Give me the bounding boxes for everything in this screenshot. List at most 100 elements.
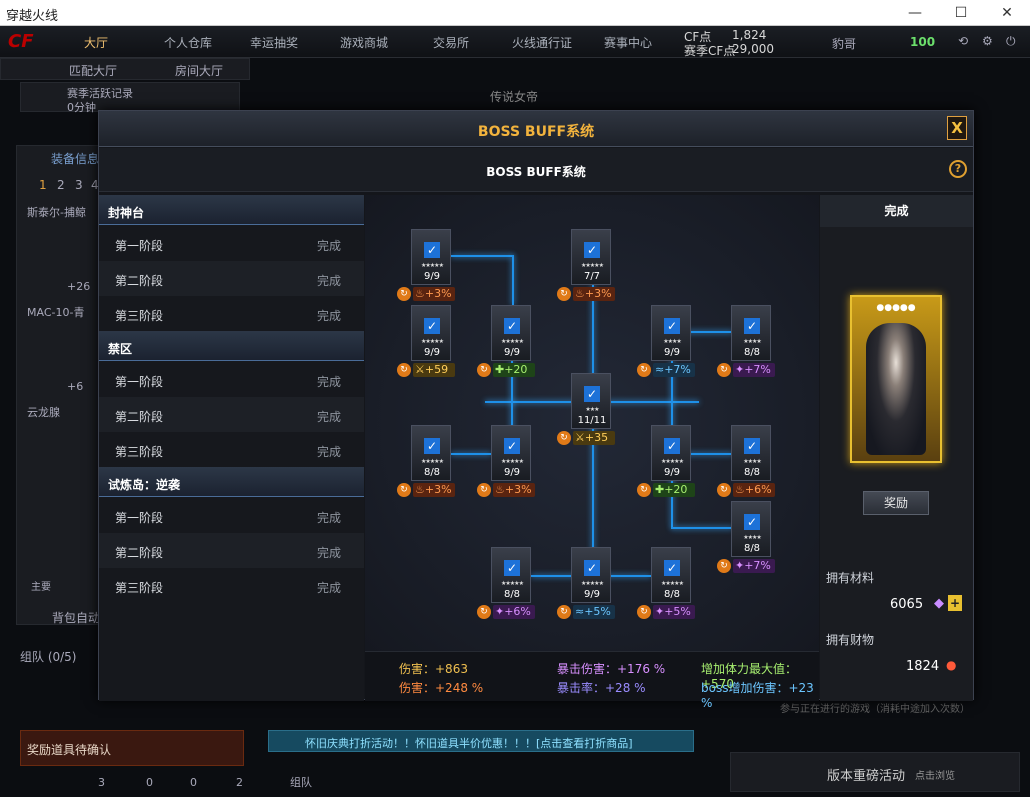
check-icon: ✓ xyxy=(584,560,600,576)
nav-store[interactable]: 游戏商城 xyxy=(340,36,389,50)
upgrade-icon[interactable]: ↻ xyxy=(477,363,491,377)
stage-item[interactable]: 第一阶段完成 xyxy=(99,498,364,533)
slot-1[interactable]: 1 xyxy=(39,178,47,192)
buff-node[interactable]: ✓★★★★★7/7 xyxy=(571,229,611,285)
buff-node[interactable]: ✓★★★★★9/9 xyxy=(571,547,611,603)
fire-icon: ♨ xyxy=(575,287,585,300)
upgrade-icon[interactable]: ↻ xyxy=(717,483,731,497)
bonus-text: +7% xyxy=(664,363,691,376)
tree-link xyxy=(671,331,733,333)
count-c: 0 xyxy=(190,776,197,789)
crystal-icon: ◆ xyxy=(934,596,944,611)
bonus-text: +59 xyxy=(424,363,449,376)
slot-2[interactable]: 2 xyxy=(57,178,65,192)
weapon-melee[interactable]: 云龙腺 xyxy=(27,406,60,419)
stage-item[interactable]: 第一阶段完成 xyxy=(99,362,364,397)
upgrade-icon[interactable]: ↻ xyxy=(637,483,651,497)
stage-status: 完成 xyxy=(317,445,342,459)
upgrade-icon[interactable]: ↻ xyxy=(477,605,491,619)
buff-node[interactable]: ✓★★★★★9/9 xyxy=(651,425,691,481)
category-jinqu[interactable]: 禁区 xyxy=(99,331,364,361)
promo-button[interactable]: 版本重磅活动 点击浏览 xyxy=(730,752,1020,792)
character-portrait xyxy=(866,323,926,455)
buff-node[interactable]: ✓★★★★★8/8 xyxy=(411,425,451,481)
node-bonus: ↻♨+3% xyxy=(397,287,455,301)
upgrade-icon[interactable]: ↻ xyxy=(717,363,731,377)
upgrade-icon[interactable]: ↻ xyxy=(557,287,571,301)
buff-node[interactable]: ✓★★★★★9/9 xyxy=(411,305,451,361)
power-icon[interactable]: ⏻ xyxy=(1006,34,1016,48)
auto-bag-label[interactable]: 背包自动 xyxy=(52,611,101,625)
upgrade-icon[interactable]: ↻ xyxy=(397,483,411,497)
upgrade-icon[interactable]: ↻ xyxy=(477,483,491,497)
nav-exchange[interactable]: 交易所 xyxy=(433,36,470,50)
bonus-text: +3% xyxy=(504,483,532,496)
category-fengshentai[interactable]: 封神台 xyxy=(99,195,364,225)
nav-pass[interactable]: 火线通行证 xyxy=(512,36,573,50)
upgrade-icon[interactable]: ↻ xyxy=(557,431,571,445)
nav-lobby[interactable]: 大厅 xyxy=(84,36,109,50)
check-icon: ✓ xyxy=(664,318,680,334)
node-count: 8/8 xyxy=(743,543,761,554)
slot-4[interactable]: 4 xyxy=(91,178,99,192)
stage-item[interactable]: 第二阶段完成 xyxy=(99,533,364,568)
tab-match-lobby[interactable]: 匹配大厅 xyxy=(69,64,118,78)
tab-room-lobby[interactable]: 房间大厅 xyxy=(175,64,224,78)
upgrade-icon[interactable]: ↻ xyxy=(557,605,571,619)
gear-icon[interactable]: ⚙ xyxy=(982,34,993,48)
buff-node[interactable]: ✓★★★★9/9 xyxy=(651,305,691,361)
sum-max-hp: 增加体力最大值：+570 xyxy=(701,662,798,691)
sum-boss-damage: boss增加伤害：+23 % xyxy=(701,681,814,710)
add-material-button[interactable]: + xyxy=(948,595,962,611)
stage-item[interactable]: 第二阶段完成 xyxy=(99,397,364,432)
character-card[interactable]: ●●●●● xyxy=(850,295,942,463)
nav-lottery[interactable]: 幸运抽奖 xyxy=(250,36,299,50)
reward-confirm-banner[interactable]: 奖励道具待确认 xyxy=(20,730,244,766)
upgrade-icon[interactable]: ↻ xyxy=(397,363,411,377)
buff-node[interactable]: ✓★★★11/11 xyxy=(571,373,611,429)
nav-warehouse[interactable]: 个人仓库 xyxy=(164,36,213,50)
category-shiliandao[interactable]: 试炼岛：逆袭 xyxy=(99,467,364,497)
upgrade-icon[interactable]: ↻ xyxy=(637,605,651,619)
stage-item[interactable]: 第三阶段完成 xyxy=(99,296,364,331)
node-bonus: ↻♨+3% xyxy=(477,483,535,497)
upgrade-icon[interactable]: ↻ xyxy=(717,559,731,573)
stage-item[interactable]: 第三阶段完成 xyxy=(99,432,364,467)
event-ticker-text: 怀旧庆典打折活动！！怀旧道具半价优惠！！！[点击查看打折商品] xyxy=(305,737,633,750)
purp-icon: ✦ xyxy=(495,605,505,618)
reward-confirm-label: 奖励道具待确认 xyxy=(27,743,112,757)
event-ticker[interactable]: 怀旧庆典打折活动！！怀旧道具半价优惠！！！[点击查看打折商品] xyxy=(268,730,694,752)
stage-item[interactable]: 第二阶段完成 xyxy=(99,261,364,296)
buff-node[interactable]: ✓★★★★★8/8 xyxy=(491,547,531,603)
bonus-value: ♨+3% xyxy=(573,287,615,301)
refresh-icon[interactable]: ⟲ xyxy=(958,34,969,48)
reward-status: 完成 xyxy=(820,195,973,227)
minimize-button[interactable]: — xyxy=(908,5,922,21)
close-window-button[interactable]: ✕ xyxy=(1001,5,1013,21)
stage-item[interactable]: 第三阶段完成 xyxy=(99,568,364,603)
buff-node[interactable]: ✓★★★★★9/9 xyxy=(491,305,531,361)
buff-node[interactable]: ✓★★★★★9/9 xyxy=(491,425,531,481)
upgrade-icon[interactable]: ↻ xyxy=(397,287,411,301)
window-titlebar: 穿越火线 — ☐ ✕ xyxy=(0,0,1030,26)
node-count: 9/9 xyxy=(663,467,681,478)
equip-label: 装备信息 xyxy=(51,152,100,166)
dialog-close-button[interactable]: X xyxy=(947,116,967,140)
fire-icon: ♨ xyxy=(415,287,425,300)
reward-button[interactable]: 奖励 xyxy=(863,491,929,515)
upgrade-icon[interactable]: ↻ xyxy=(637,363,651,377)
slot-3[interactable]: 3 xyxy=(75,178,83,192)
help-icon[interactable]: ? xyxy=(949,160,967,178)
material-label: 拥有材料 xyxy=(826,571,875,585)
buff-node[interactable]: ✓★★★★8/8 xyxy=(731,501,771,557)
stage-item[interactable]: 第一阶段完成 xyxy=(99,226,364,261)
buff-node[interactable]: ✓★★★★★9/9 xyxy=(411,229,451,285)
nav-events[interactable]: 赛事中心 xyxy=(604,36,653,50)
buff-node[interactable]: ✓★★★★8/8 xyxy=(731,305,771,361)
buff-node[interactable]: ✓★★★★8/8 xyxy=(731,425,771,481)
weapon-secondary[interactable]: MAC-10-青 xyxy=(27,306,85,319)
maximize-button[interactable]: ☐ xyxy=(954,5,968,21)
bonus-text: +35 xyxy=(584,431,609,444)
weapon-primary[interactable]: 斯泰尔-捕鲸 xyxy=(27,206,86,219)
buff-node[interactable]: ✓★★★★★8/8 xyxy=(651,547,691,603)
